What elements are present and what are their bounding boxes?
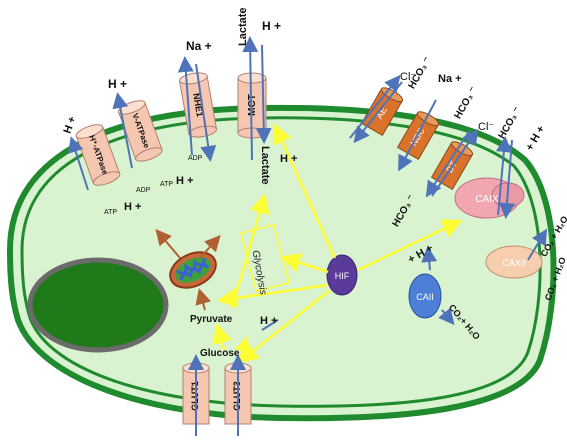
v-atpase-transporter: V-ATPase bbox=[117, 100, 163, 162]
v-atpase-h-arrow bbox=[112, 92, 133, 169]
adp-right-label: ADP bbox=[188, 155, 203, 162]
pyruvate-to-lactate-arrow bbox=[230, 193, 270, 309]
caxii-enzyme: CAXII bbox=[485, 245, 543, 279]
hco3-label-3: HCO₃ ⁻ bbox=[497, 105, 524, 141]
glucose-label: Glucose bbox=[200, 348, 240, 359]
ae-arrow-2 bbox=[353, 81, 403, 144]
caxii-arrow bbox=[527, 228, 548, 261]
nhe1-h-arrow bbox=[177, 56, 194, 156]
h-left-inside-label: H + bbox=[124, 201, 141, 213]
mct-lactate-arrow bbox=[242, 36, 259, 161]
mito-to-pyruvate-arrow bbox=[155, 228, 181, 259]
caix-label: CAIX bbox=[475, 194, 499, 205]
adp-left-label: ADP bbox=[136, 187, 151, 194]
h-atpase-h-arrow bbox=[68, 136, 89, 191]
caii-arrow-2 bbox=[438, 307, 455, 326]
hif-to-glut-arrow bbox=[238, 289, 331, 364]
pyruvate-label: Pyruvate bbox=[190, 314, 233, 325]
hif-label: HIF bbox=[335, 271, 350, 281]
h-pyruvate-label: H + bbox=[260, 315, 277, 327]
atp-right-label: ATP bbox=[160, 181, 173, 188]
bt-arrow-2 bbox=[425, 129, 471, 198]
mitochondrion bbox=[169, 251, 217, 289]
cell-inner-membrane bbox=[20, 116, 542, 408]
hif-factor: HIF bbox=[326, 254, 358, 296]
pyruvate-to-mito-arrow bbox=[195, 288, 211, 311]
lactate-in-label: Lactate bbox=[259, 146, 271, 185]
plus-h-right-label: + H + bbox=[524, 124, 548, 153]
caxii-label: CAXII bbox=[502, 258, 526, 268]
lactate-out-label: Lactate bbox=[237, 7, 249, 46]
atp-left-label: ATP bbox=[104, 209, 117, 216]
mct-h-arrow bbox=[255, 44, 272, 144]
mct-h-out-label: H + bbox=[262, 19, 281, 33]
nhe1-na-arrow bbox=[195, 63, 217, 162]
caix-arrow-2 bbox=[498, 139, 515, 219]
caii-enzyme: CAII bbox=[408, 273, 442, 319]
na-label: Na + bbox=[186, 39, 212, 53]
hif-to-mito-arrow bbox=[217, 283, 329, 308]
glucose-to-pyruvate-arrow bbox=[212, 323, 232, 351]
na-label-2: Na + bbox=[438, 73, 462, 85]
v-atpase-h-label: H + bbox=[108, 77, 127, 91]
glycolysis-box bbox=[239, 223, 291, 293]
nucleus bbox=[27, 257, 169, 353]
mito-brown-left-arrow bbox=[199, 235, 221, 259]
nbc-arrow bbox=[398, 99, 437, 172]
mct-label: MCT bbox=[247, 94, 258, 116]
h-out-arrow bbox=[261, 319, 279, 331]
h-atpase-transporter: H⁺-ATPase bbox=[75, 124, 121, 186]
hif-to-glycolysis-arrow bbox=[280, 253, 329, 274]
hco3-label-2: HCO₃ ⁻ bbox=[453, 85, 480, 121]
h-atpase-h-label: H + bbox=[62, 115, 79, 135]
caii-arrow bbox=[421, 246, 438, 271]
mct-h-in-label: H + bbox=[280, 153, 297, 165]
cl-label-1: Cl⁻ bbox=[400, 71, 416, 83]
hif-to-mct-arrow bbox=[273, 123, 337, 259]
cl-label-2: Cl⁻ bbox=[478, 121, 494, 133]
hif-to-caix-arrow bbox=[357, 219, 463, 272]
caii-label: CAII bbox=[416, 292, 434, 302]
h-mid-inside-label: H + bbox=[176, 175, 193, 187]
